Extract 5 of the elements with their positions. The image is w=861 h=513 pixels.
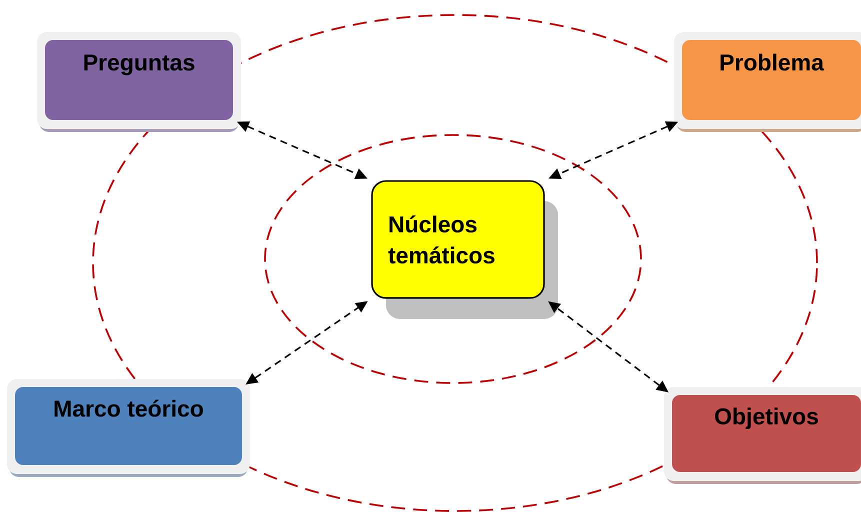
topic-box: Marco teórico — [7, 378, 250, 477]
topic-box: Preguntas — [37, 32, 241, 132]
central-box: Núcleos temáticos — [371, 180, 558, 319]
topic-box: Problema — [674, 32, 861, 132]
topic-box: Objetivos — [664, 386, 861, 484]
